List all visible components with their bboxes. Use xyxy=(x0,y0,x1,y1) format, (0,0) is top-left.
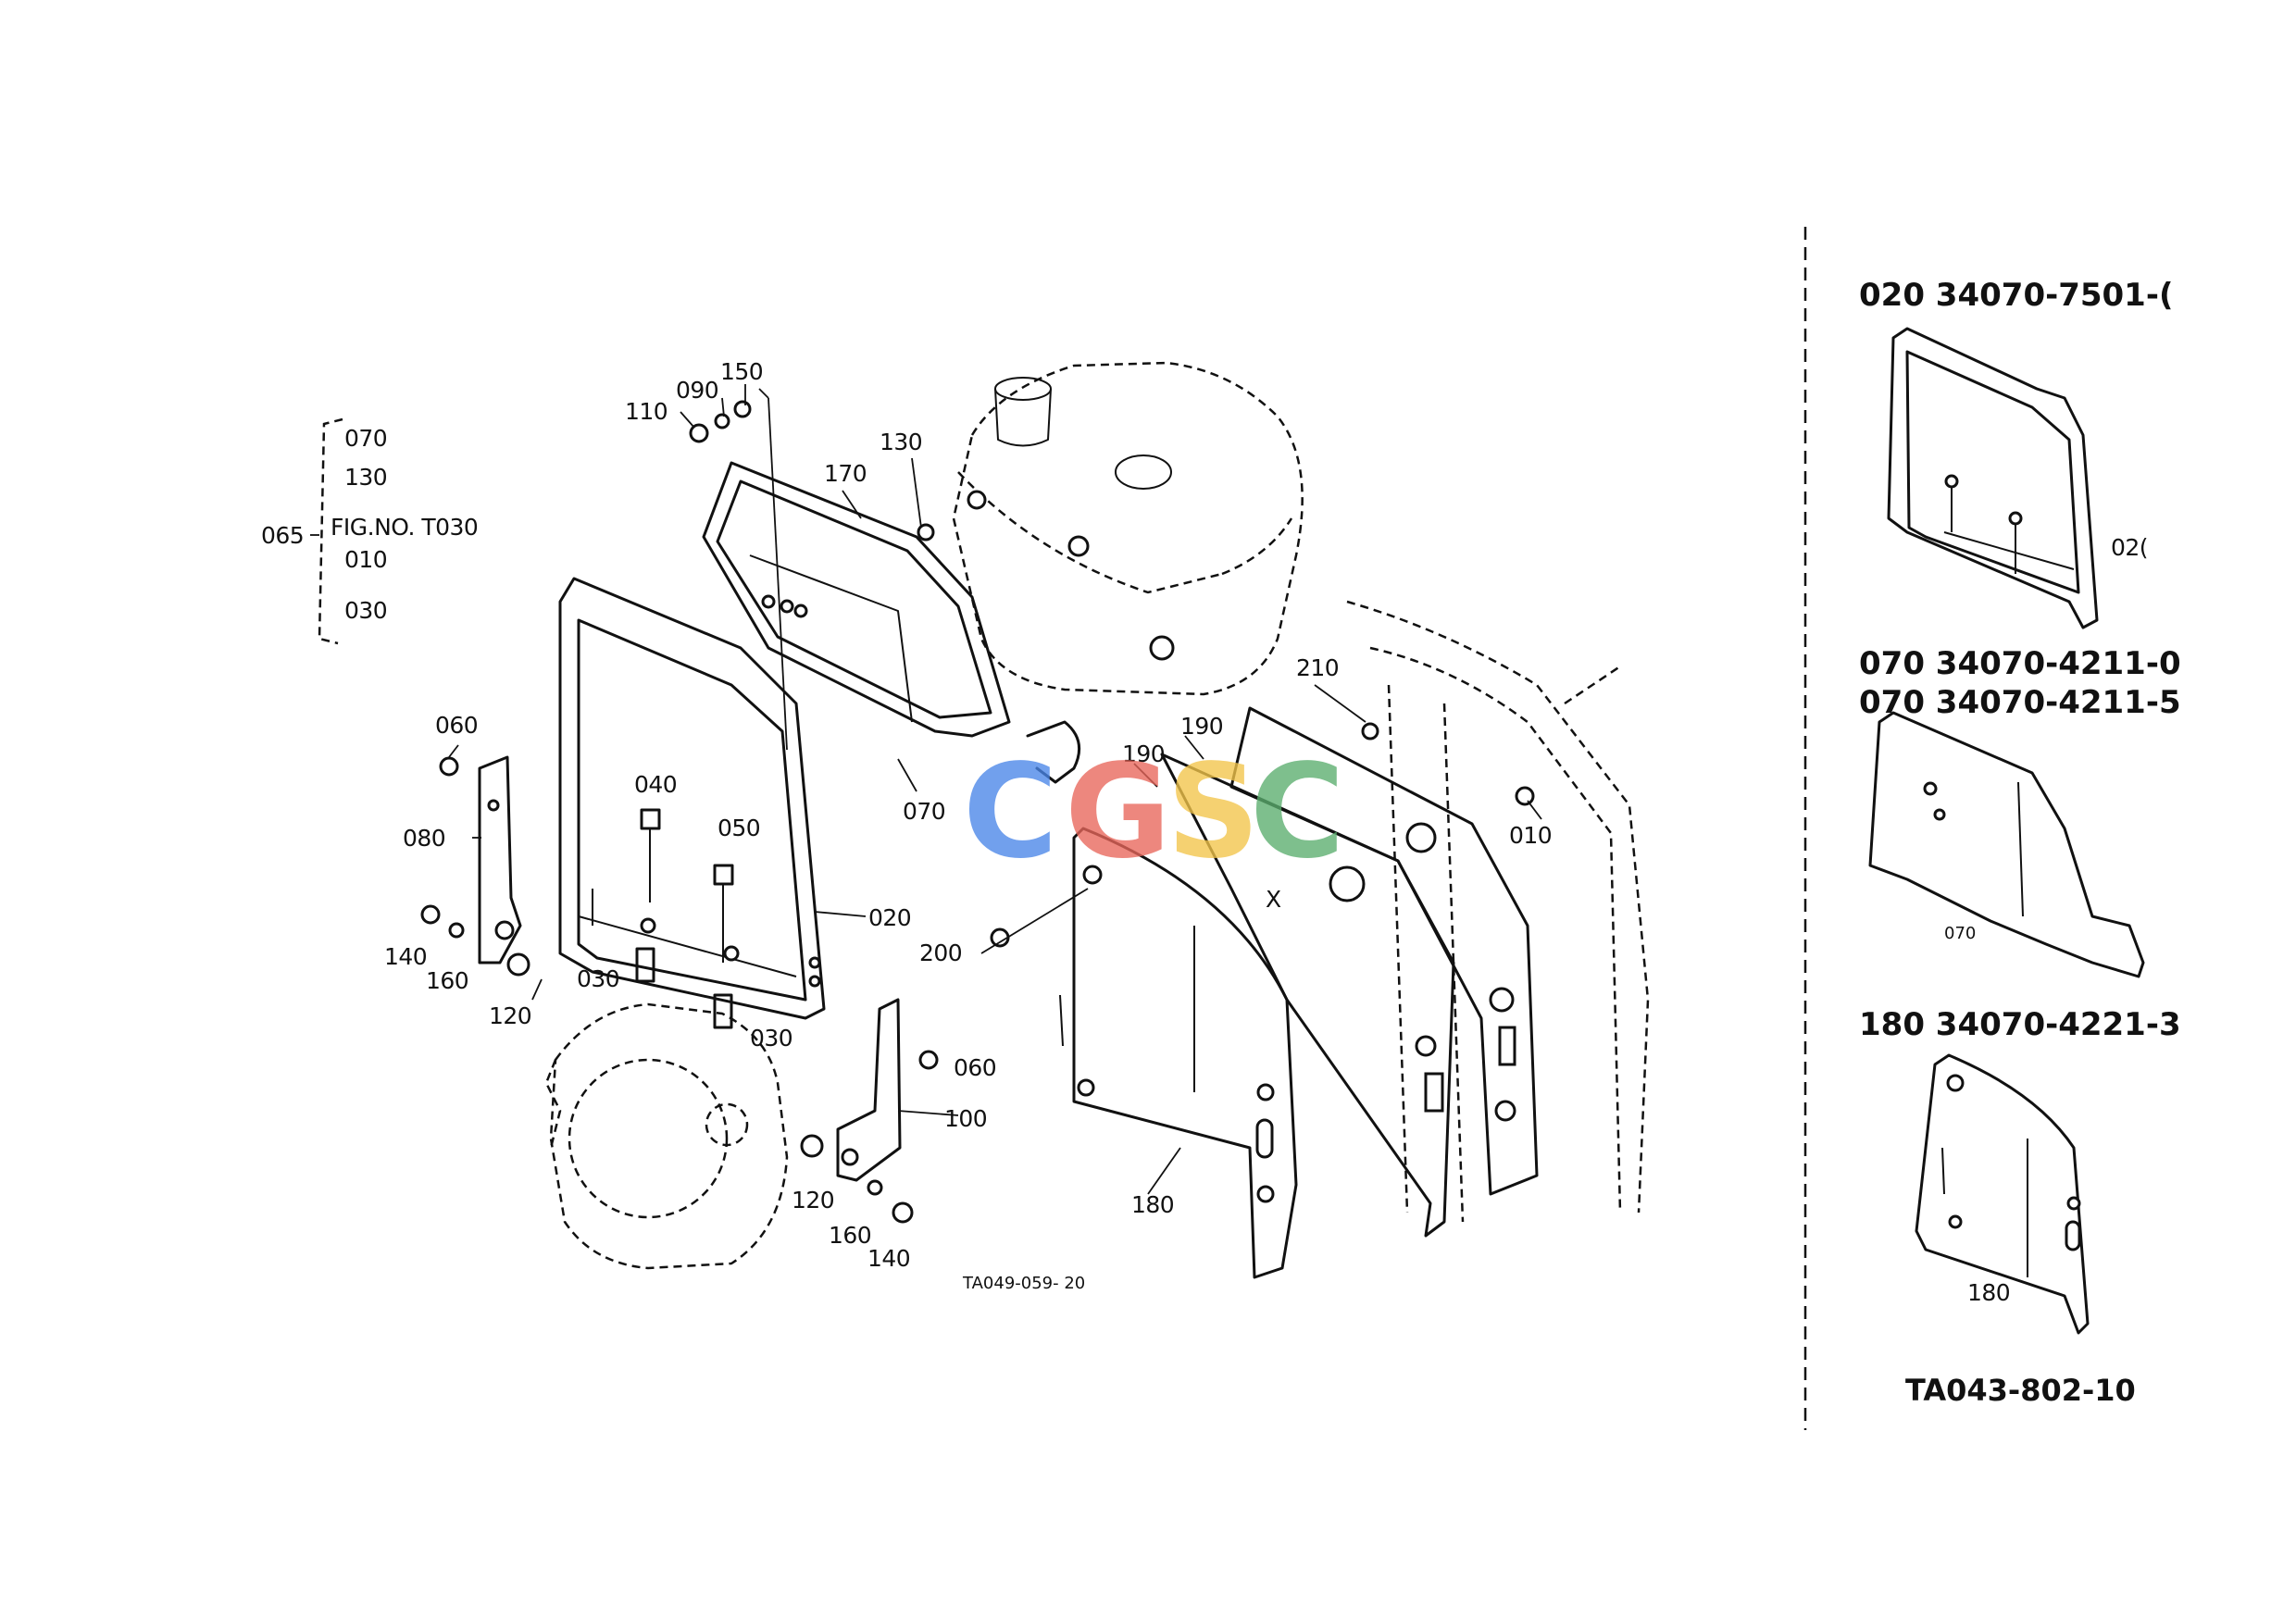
watermark-letter-g: G xyxy=(1065,737,1171,888)
frame-020 xyxy=(558,577,826,1020)
side-part-070: 070 xyxy=(1868,711,2145,978)
callout-020: 020 xyxy=(868,904,911,931)
side-label-180: 180 xyxy=(1967,1279,2010,1306)
callout-120b: 120 xyxy=(792,1187,834,1214)
callout-110: 110 xyxy=(625,398,668,425)
callout-190a: 190 xyxy=(1180,713,1223,740)
callout-030a: 030 xyxy=(577,965,619,992)
chassis-frame xyxy=(1346,600,1650,1223)
callouts: 110 090 150 170 130 210 190 190 010 070 … xyxy=(384,358,1553,1293)
bracket-100 xyxy=(836,998,902,1182)
callout-060b: 060 xyxy=(954,1054,996,1081)
side-header-070a: 070 34070-4211-0 xyxy=(1859,645,2181,682)
side-label-020: 02( xyxy=(2111,534,2148,561)
callout-130: 130 xyxy=(880,429,922,455)
leader-lines xyxy=(448,384,1542,1195)
callout-060a: 060 xyxy=(435,712,478,739)
bolts-spacers xyxy=(635,808,734,1029)
side-header-070b: 070 34070-4211-5 xyxy=(1859,684,2181,721)
callout-150: 150 xyxy=(720,358,763,385)
watermark: C G S C xyxy=(963,737,1345,888)
callout-080: 080 xyxy=(403,825,445,852)
callout-190b: 190 xyxy=(1122,741,1165,767)
flywheel-housing xyxy=(544,1002,789,1270)
x-mark: X xyxy=(1266,886,1281,913)
fuel-tank xyxy=(952,361,1304,696)
side-label-070: 070 xyxy=(1944,924,1976,943)
bracket-note: 065 070 130 FIG.NO. T030 010 030 xyxy=(261,417,479,645)
callout-180: 180 xyxy=(1131,1191,1174,1218)
bracket-line-4: 010 xyxy=(344,546,387,573)
callout-070: 070 xyxy=(903,798,945,825)
callout-140b: 140 xyxy=(867,1245,910,1272)
watermark-letter-c1: C xyxy=(963,737,1058,888)
callout-120a: 120 xyxy=(489,1002,531,1029)
panel-190b xyxy=(1229,706,1539,1196)
side-part-180: 180 xyxy=(1915,1053,2090,1335)
side-panel: 020 34070-7501-( 02( 070 34070-4211-0 07… xyxy=(1859,277,2181,1408)
drawing-code-main: TA049-059- 20 xyxy=(962,1274,1085,1293)
callout-170: 170 xyxy=(824,460,867,487)
watermark-letter-s: S xyxy=(1167,737,1260,888)
cover-180 xyxy=(1059,827,1298,1279)
side-header-180: 180 34070-4221-3 xyxy=(1859,1006,2181,1043)
callout-200: 200 xyxy=(919,940,962,966)
callout-040: 040 xyxy=(634,771,677,798)
watermark-letter-c2: C xyxy=(1250,737,1345,888)
bracket-line-3: FIG.NO. T030 xyxy=(331,514,478,541)
drawing-code-side: TA043-802-10 xyxy=(1905,1373,2136,1408)
callout-090: 090 xyxy=(676,377,718,404)
side-part-020: 02( xyxy=(1887,327,2149,629)
bracket-080 xyxy=(478,755,522,965)
callout-160b: 160 xyxy=(829,1222,871,1249)
bracket-line-2: 130 xyxy=(344,464,387,491)
callout-160a: 160 xyxy=(426,967,468,994)
callout-050: 050 xyxy=(718,815,760,841)
callout-100: 100 xyxy=(944,1105,987,1132)
callout-030b: 030 xyxy=(750,1025,792,1052)
callout-210: 210 xyxy=(1296,654,1339,681)
callout-140a: 140 xyxy=(384,943,427,970)
callout-010: 010 xyxy=(1509,822,1552,849)
bracket-group-label: 065 xyxy=(261,522,304,549)
gasket-frame-170 xyxy=(702,461,1081,784)
bracket-line-1: 070 xyxy=(344,425,387,452)
bracket-line-5: 030 xyxy=(344,597,387,624)
side-header-020: 020 34070-7501-( xyxy=(1859,277,2174,314)
fasteners xyxy=(420,400,1535,1224)
